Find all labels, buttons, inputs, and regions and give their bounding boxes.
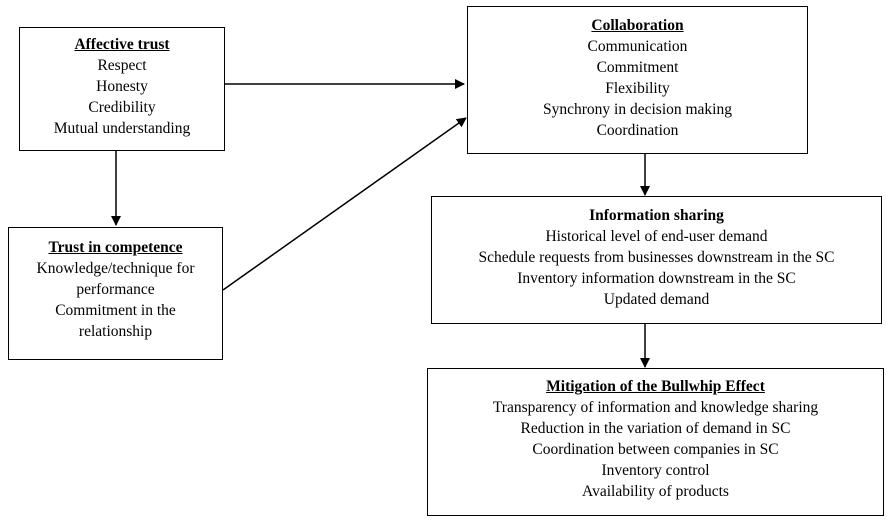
affective-trust-box: Affective trust Respect Honesty Credibil…: [19, 27, 225, 151]
information-sharing-box: Information sharing Historical level of …: [431, 196, 882, 324]
mitigation-item: Reduction in the variation of demand in …: [520, 420, 791, 437]
trust-in-competence-item: Commitment in the: [55, 302, 176, 319]
mitigation-item: Transparency of information and knowledg…: [492, 399, 819, 416]
information-sharing-item: Updated demand: [603, 291, 710, 308]
mitigation-box: Mitigation of the Bullwhip Effect Transp…: [427, 368, 884, 516]
trust-in-competence-item: Knowledge/technique for: [36, 260, 195, 277]
affective-trust-item: Respect: [97, 57, 147, 74]
collaboration-title: Collaboration: [591, 17, 684, 34]
information-sharing-item: Historical level of end-user demand: [545, 228, 768, 245]
collaboration-item: Synchrony in decision making: [543, 101, 732, 118]
mitigation-title: Mitigation of the Bullwhip Effect: [546, 378, 765, 395]
collaboration-item: Flexibility: [605, 80, 670, 97]
trust-in-competence-title: Trust in competence: [48, 239, 183, 256]
information-sharing-item: Schedule requests from businesses downst…: [478, 249, 835, 266]
mitigation-item: Inventory control: [601, 462, 710, 479]
affective-trust-title: Affective trust: [74, 36, 170, 53]
collaboration-box: Collaboration Communication Commitment F…: [467, 6, 808, 154]
trust-in-competence-item: relationship: [78, 323, 153, 340]
affective-trust-item: Credibility: [88, 99, 156, 116]
arrow-competence-to-collaboration: [222, 117, 467, 291]
affective-trust-item: Mutual understanding: [53, 120, 191, 137]
trust-in-competence-box: Trust in competence Knowledge/technique …: [8, 227, 223, 360]
affective-trust-item: Honesty: [96, 78, 148, 95]
mitigation-item: Availability of products: [582, 483, 729, 500]
information-sharing-title: Information sharing: [589, 207, 724, 224]
collaboration-item: Commitment: [596, 59, 679, 76]
information-sharing-item: Inventory information downstream in the …: [517, 270, 796, 287]
mitigation-item: Coordination between companies in SC: [532, 441, 779, 458]
trust-in-competence-item: performance: [76, 281, 155, 298]
collaboration-item: Communication: [587, 38, 688, 55]
collaboration-item: Coordination: [596, 122, 679, 139]
